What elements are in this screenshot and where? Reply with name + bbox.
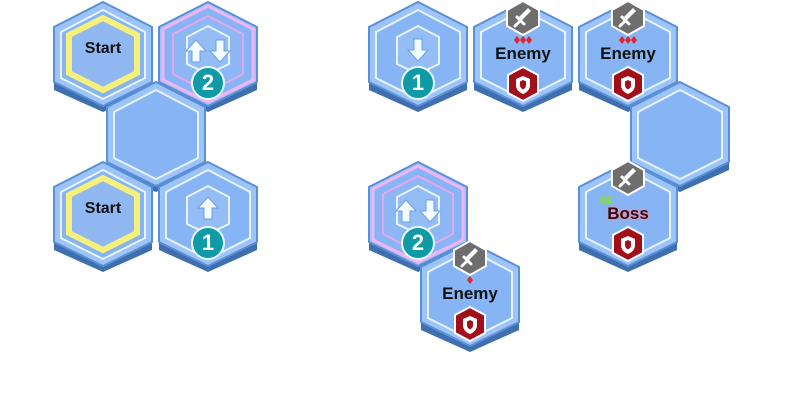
up-down-tile[interactable]: 2 xyxy=(365,160,471,272)
number-badge: 2 xyxy=(191,66,225,100)
shield-icon xyxy=(454,306,486,342)
hex-tile-base xyxy=(158,0,258,112)
up-arrow-icon xyxy=(197,196,219,220)
hex-tile-base xyxy=(473,0,573,112)
empty-tile[interactable] xyxy=(103,80,209,192)
shield-icon xyxy=(612,226,644,262)
start-tile[interactable]: Start xyxy=(50,160,156,272)
danger-diamond-icon xyxy=(619,36,637,44)
enemy-label: Enemy xyxy=(442,284,498,303)
down-tile[interactable]: 1 xyxy=(365,0,471,112)
hex-tile-base xyxy=(578,0,678,112)
empty-tile[interactable] xyxy=(627,80,733,192)
enemy-tile[interactable]: Enemy xyxy=(417,240,523,352)
enemy-tile[interactable]: Enemy xyxy=(575,0,681,112)
enemy-label: Enemy xyxy=(495,44,551,63)
enemy-tile[interactable]: Enemy xyxy=(470,0,576,112)
sword-icon xyxy=(611,160,645,196)
hex-tile-base xyxy=(630,80,730,192)
number-badge: 2 xyxy=(401,226,435,260)
boss-label: Boss xyxy=(607,204,649,223)
hex-tile-base xyxy=(420,240,520,352)
hex-tile-base xyxy=(53,0,153,112)
boss-chevron-icon xyxy=(599,195,612,205)
up-down-arrows-icon xyxy=(185,39,231,63)
number-badge: 1 xyxy=(401,66,435,100)
shield-icon xyxy=(507,66,539,102)
number-badge: 1 xyxy=(191,226,225,260)
hex-tile-base xyxy=(106,80,206,192)
start-label: Start xyxy=(84,40,122,57)
shield-icon xyxy=(612,66,644,102)
hex-tile-base xyxy=(368,160,468,272)
up-tile[interactable]: 1 xyxy=(155,160,261,272)
enemy-label: Enemy xyxy=(600,44,656,63)
up-down-tile[interactable]: 2 xyxy=(155,0,261,112)
sword-icon xyxy=(506,0,540,36)
danger-diamond-icon xyxy=(514,36,532,44)
boss-tile[interactable]: Boss xyxy=(575,160,681,272)
start-label: Start xyxy=(84,200,122,217)
up-down-arrows-icon xyxy=(395,199,441,223)
danger-diamond-icon xyxy=(467,276,473,284)
start-tile[interactable]: Start xyxy=(50,0,156,112)
down-arrow-icon xyxy=(407,38,429,62)
sword-icon xyxy=(453,240,487,276)
hex-tile-base xyxy=(578,160,678,272)
sword-icon xyxy=(611,0,645,36)
hex-tile-base xyxy=(53,160,153,272)
